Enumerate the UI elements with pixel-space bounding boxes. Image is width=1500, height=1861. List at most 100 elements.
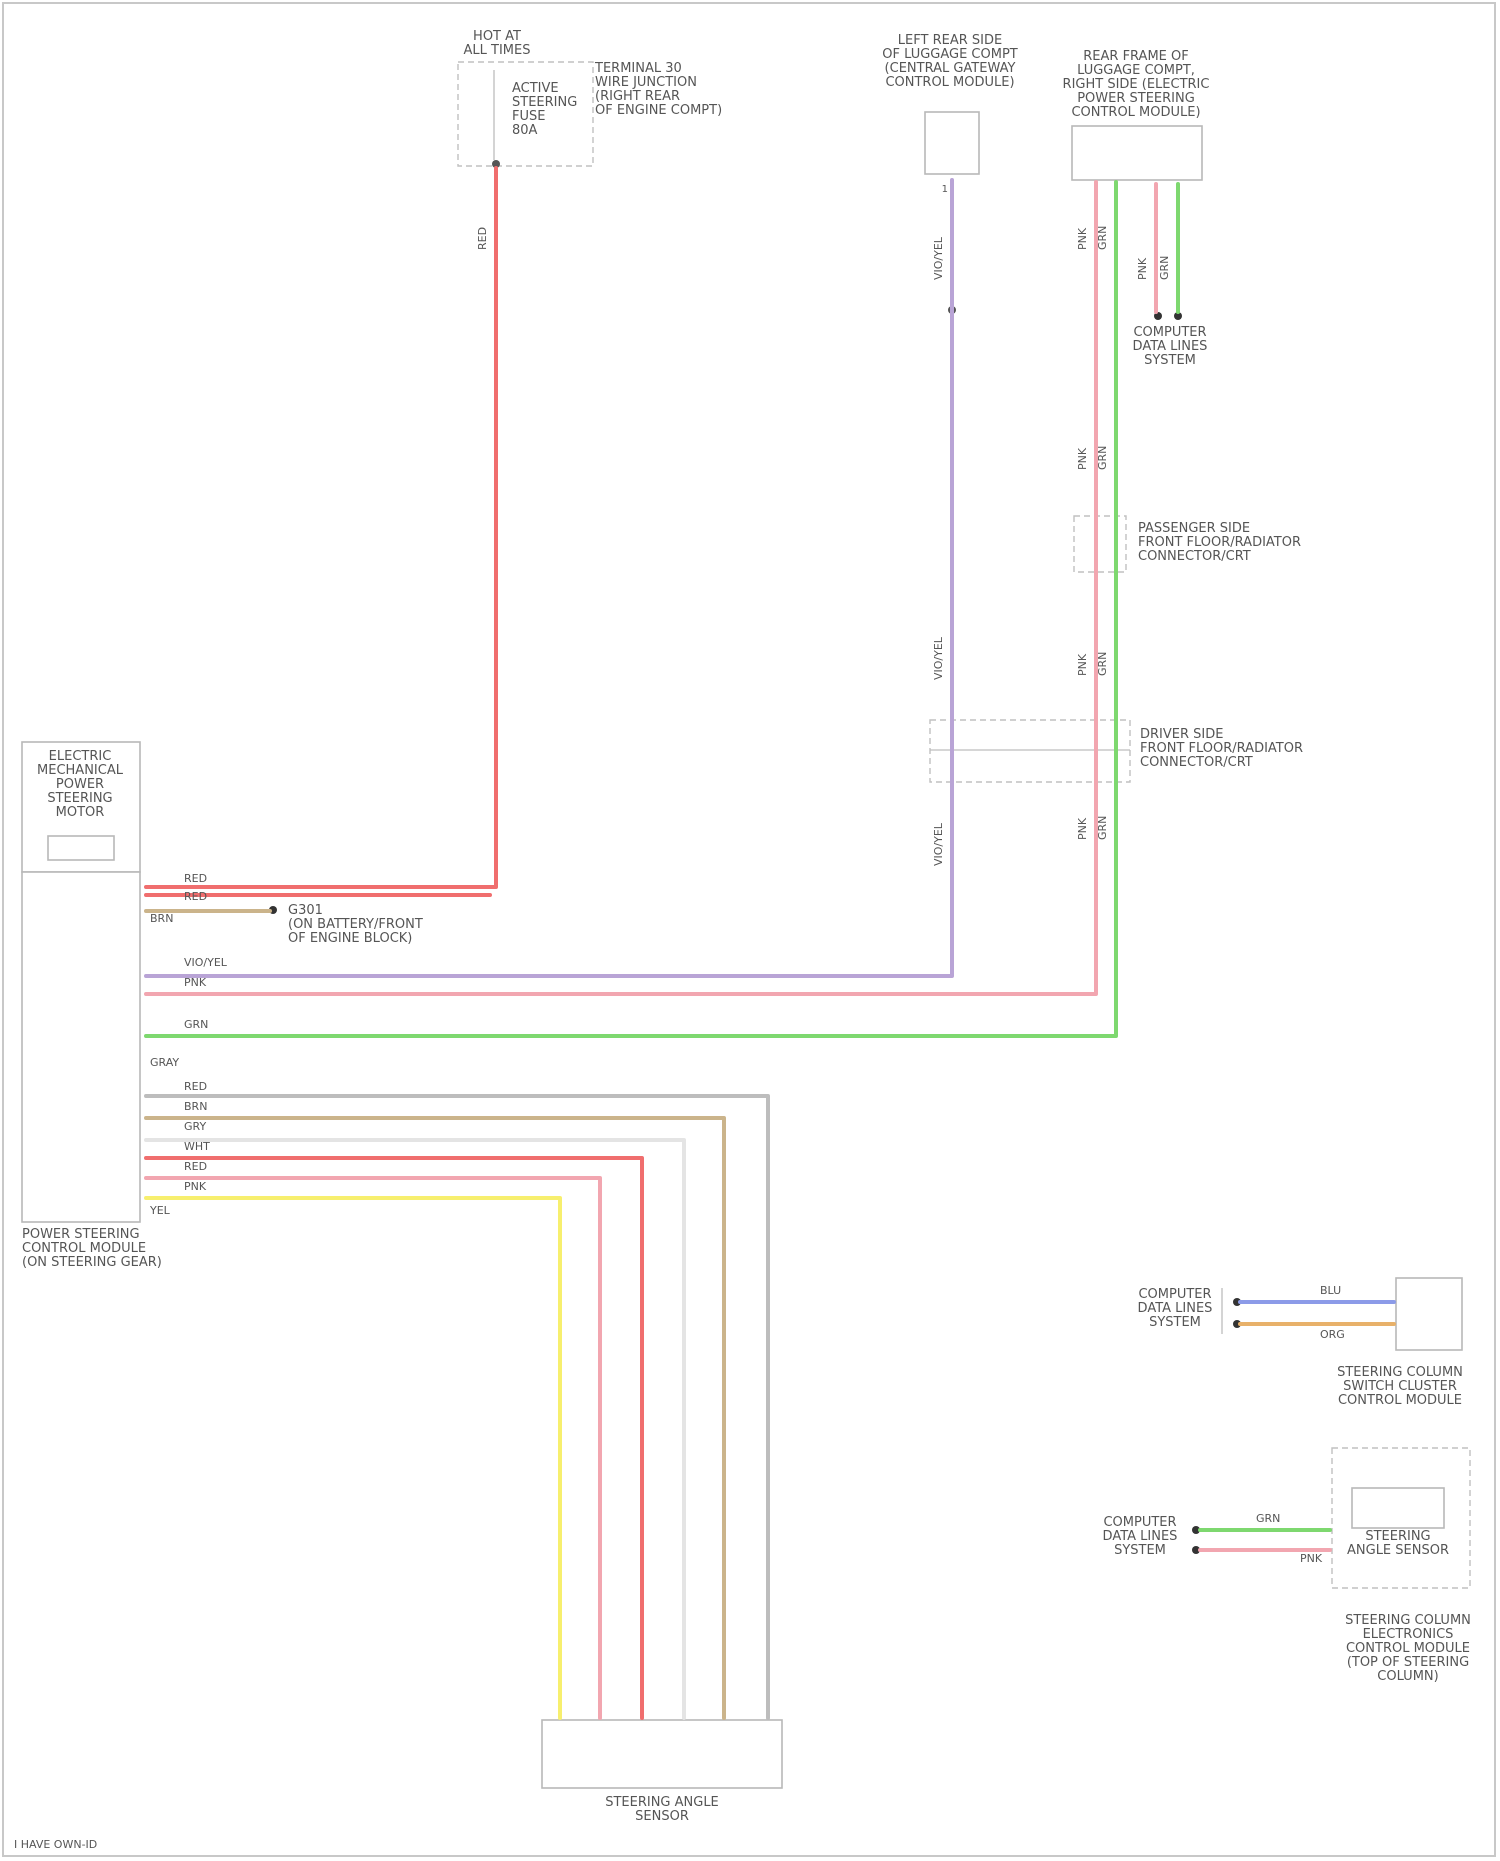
label-line: POWER STEERING (22, 1227, 140, 1242)
label-line: SENSOR (635, 1809, 689, 1824)
label-line: STEERING COLUMN (1337, 1365, 1463, 1380)
wire-label-eps-red: RED (184, 872, 207, 885)
driver-connector-box (930, 720, 1130, 782)
label-line: ANGLE SENSOR (1347, 1543, 1449, 1558)
label-line: MECHANICAL (37, 763, 124, 778)
wire-label-s7: YEL (149, 1204, 171, 1217)
label-line: PASSENGER SIDE (1138, 521, 1250, 536)
label-line: CONTROL MODULE (1338, 1393, 1462, 1408)
wire-label-cgm-mid: VIO/YEL (932, 636, 945, 680)
driver-connector-label: DRIVER SIDEFRONT FLOOR/RADIATORCONNECTOR… (1140, 727, 1303, 770)
wire-label-cgm: VIO/YEL (932, 236, 945, 280)
wire-label-pink-b: PNK (1136, 257, 1149, 280)
label-line: CONNECTOR/CRT (1140, 755, 1253, 770)
torque-sensor-box (542, 1720, 782, 1788)
label-line: POWER (56, 777, 104, 792)
label-line: CONNECTOR/CRT (1138, 549, 1251, 564)
wire-label-gn3: GRN (1096, 816, 1109, 840)
wire-label-g1: GRN (1256, 1512, 1280, 1525)
wire-label-s1: RED (184, 1080, 207, 1093)
label-line: COMPUTER (1133, 325, 1206, 340)
label-line: ELECTRIC (49, 749, 112, 764)
passenger-connector-box (1074, 516, 1126, 572)
label-line: (CENTRAL GATEWAY (885, 61, 1016, 76)
label-line: POWER STEERING (1077, 91, 1195, 106)
wire-label-eps-vio: VIO/YEL (184, 956, 228, 969)
wire-label-green-b: GRN (1158, 256, 1171, 280)
wire-label-g2: PNK (1300, 1552, 1323, 1565)
wire-label-s5: RED (184, 1160, 207, 1173)
wire-white-sensor (146, 1140, 684, 1718)
wire-label-cgm-low: VIO/YEL (932, 822, 945, 866)
label-line: CONTROL MODULE (22, 1241, 146, 1256)
wire-label-eps-brn: BRN (150, 912, 173, 925)
label-line: CONTROL MODULE) (1071, 105, 1200, 120)
wire-yellow-sensor (146, 1198, 560, 1718)
data-link-label: COMPUTERDATA LINESSYSTEM (1133, 325, 1208, 368)
label-line: DRIVER SIDE (1140, 727, 1223, 742)
label-line: CONTROL MODULE) (885, 75, 1014, 90)
label-line: SWITCH CLUSTER (1343, 1379, 1457, 1394)
label-line: LEFT REAR SIDE (898, 33, 1002, 48)
wire-pink-sensor (146, 1178, 600, 1718)
steering-angle-sensor-label: STEERINGANGLE SENSOR (1347, 1529, 1449, 1558)
label-line: (ON STEERING GEAR) (22, 1255, 162, 1270)
label-line: 80A (512, 123, 538, 138)
wire-label-pk1: PNK (1076, 447, 1089, 470)
label-line: STEERING COLUMN (1345, 1613, 1471, 1628)
wire-label-gn2: GRN (1096, 652, 1109, 676)
wire-label-pk3: PNK (1076, 817, 1089, 840)
wire-label-eps-pnk: PNK (184, 976, 207, 989)
label-line: DATA LINES (1103, 1529, 1178, 1544)
label-line: ALL TIMES (464, 43, 531, 58)
label-line: REAR FRAME OF (1083, 49, 1188, 64)
wire-label-pk2: PNK (1076, 653, 1089, 676)
label-line: OF ENGINE COMPT) (595, 103, 722, 118)
label-line: MOTOR (56, 805, 105, 820)
wire-tan-sensor (146, 1118, 724, 1718)
steering-column-switch-box (1396, 1278, 1462, 1350)
label-line: WIRE JUNCTION (595, 75, 697, 90)
label-line: CONTROL MODULE (1346, 1641, 1470, 1656)
label-line: OF LUGGAGE COMPT (882, 47, 1018, 62)
label-line: COLUMN) (1377, 1669, 1438, 1684)
wire-label-eps-grn: GRN (184, 1018, 208, 1031)
gateway-pin: 1 (942, 184, 948, 195)
wire-label-s4: WHT (184, 1140, 210, 1153)
label-line: STEERING (1365, 1529, 1430, 1544)
label-line: ELECTRONICS (1363, 1627, 1454, 1642)
label-line: DATA LINES (1138, 1301, 1213, 1316)
label-line: COMPUTER (1138, 1287, 1211, 1302)
steering-angle-sensor-box (1352, 1488, 1444, 1528)
label-line: OF ENGINE BLOCK) (288, 931, 412, 946)
label-line: FRONT FLOOR/RADIATOR (1138, 535, 1301, 550)
label-line: SYSTEM (1149, 1315, 1201, 1330)
wire-label-s6: PNK (184, 1180, 207, 1193)
wire-label-green-a: GRN (1096, 226, 1109, 250)
eps-control-module-box (22, 872, 140, 1222)
label-line: DATA LINES (1133, 339, 1208, 354)
footer-code: I HAVE OWN-ID (14, 1838, 97, 1851)
eps-control-module-label: POWER STEERINGCONTROL MODULE(ON STEERING… (22, 1227, 162, 1270)
label-line: RIGHT SIDE (ELECTRIC (1063, 77, 1210, 92)
wire-red-sensor (146, 1158, 642, 1718)
label-line: G301 (288, 903, 323, 918)
label-line: STEERING (47, 791, 112, 806)
wire-label-fuse: RED (476, 227, 489, 250)
label-line: (RIGHT REAR (595, 89, 680, 104)
wire-label-s3: GRY (184, 1120, 206, 1133)
label-line: ACTIVE (512, 81, 559, 96)
label-line: TERMINAL 30 (594, 61, 682, 76)
wire-label-gn1: GRN (1096, 446, 1109, 470)
wire-label-b2: ORG (1320, 1328, 1345, 1341)
